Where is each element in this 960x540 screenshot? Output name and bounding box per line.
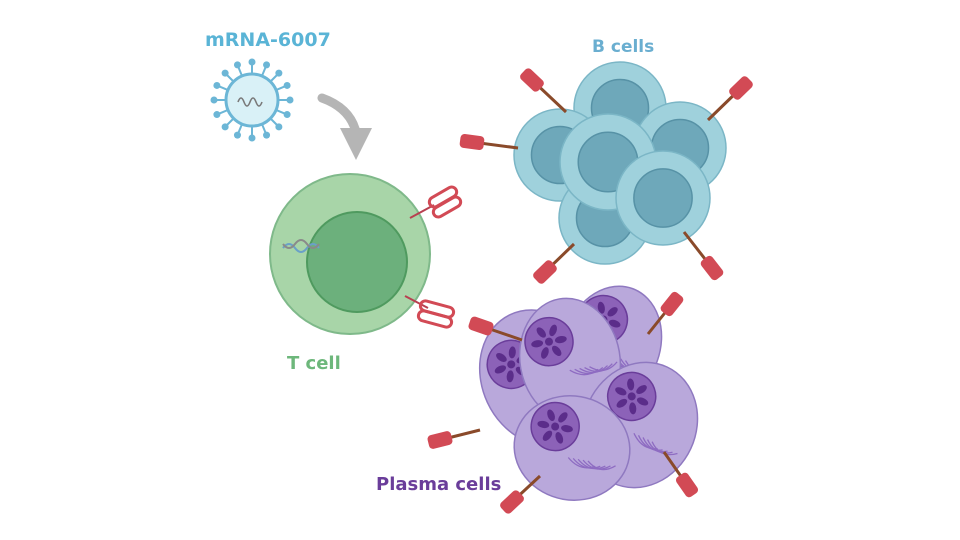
plasma-cell-cluster (478, 285, 699, 501)
spike (233, 61, 243, 77)
antibody-icon (646, 291, 684, 335)
antibody-icon (520, 68, 568, 114)
t-cell (269, 173, 431, 335)
spike (275, 109, 291, 119)
spike (213, 81, 229, 91)
antibody-icon (682, 231, 724, 281)
spike (269, 69, 283, 83)
b-cells-label: B cells (592, 37, 655, 57)
t-cell-label: T cell (287, 353, 341, 374)
spike (261, 123, 271, 139)
spike (213, 109, 229, 119)
rna-squiggle (237, 97, 263, 107)
rna-strand-icon (282, 239, 320, 253)
spike (210, 96, 226, 104)
antibody-icon (427, 428, 481, 449)
antibody-icon (500, 474, 542, 514)
particle-body (224, 72, 280, 128)
plasma-cells-label: Plasma cells (376, 474, 502, 495)
spike (269, 117, 283, 131)
antibody-group (427, 68, 753, 514)
curved-arrow-icon (317, 93, 372, 160)
antibody-icon (468, 316, 523, 342)
spike (278, 96, 294, 104)
b-cell-cluster (513, 61, 727, 265)
spike (221, 69, 235, 83)
spike (248, 126, 256, 142)
antibody-icon (706, 76, 753, 122)
spike (275, 81, 291, 91)
spike (248, 58, 256, 74)
antibody-icon (662, 451, 699, 498)
antibody-icon (533, 242, 576, 284)
spike (221, 117, 235, 131)
plasma-cell (513, 395, 631, 501)
t-cell-receptor-icon (404, 295, 456, 329)
spike (261, 61, 271, 77)
b-cell (615, 150, 711, 246)
t-cell-receptor-icon (409, 185, 463, 219)
antibody-icon (459, 133, 519, 151)
spike (233, 123, 243, 139)
mrna-label: mRNA-6007 (205, 29, 331, 51)
mrna-particle-icon (210, 58, 294, 142)
